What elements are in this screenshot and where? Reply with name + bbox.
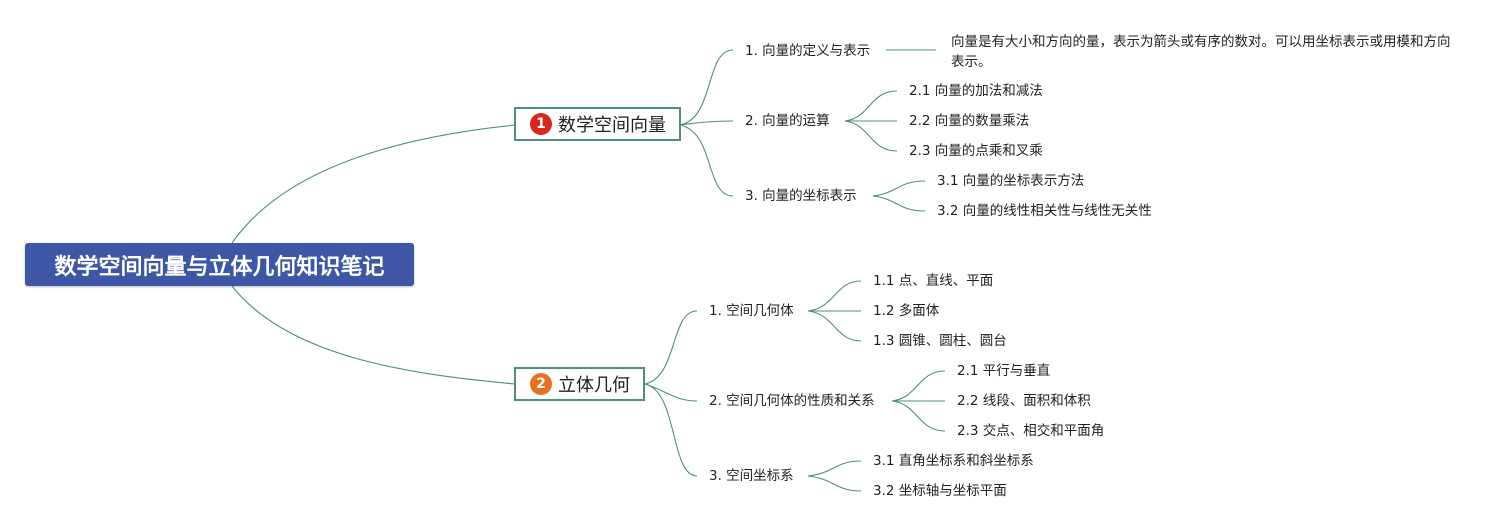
link-b2c2-g3 [891,400,946,432]
number-badge-icon: 1 [530,113,552,135]
leaf-topic[interactable]: 2.1 向量的加法和减法 [909,83,1043,99]
link-b1c2-g1 [844,90,898,122]
link-b2c1-g3 [807,310,862,342]
link-b1c2-g3 [844,120,898,152]
leaf-topic[interactable]: 3.2 向量的线性相关性与线性无关性 [937,203,1152,219]
link-b2c3-g1 [807,460,862,477]
leaf-topic[interactable]: 3.2 坐标轴与坐标平面 [873,483,1007,499]
leaf-topic[interactable]: 1.1 点、直线、平面 [873,273,994,289]
link-b2-c2 [644,383,698,402]
link-b2-c1 [644,310,698,385]
root-topic[interactable]: 数学空间向量与立体几何知识笔记 [25,243,414,286]
subtopic-vector-operations[interactable]: 2. 向量的运算 [745,113,830,129]
link-b2c3-g2 [807,475,862,492]
subtopic-spatial-coordinates[interactable]: 3. 空间坐标系 [709,468,794,484]
leaf-topic[interactable]: 1.2 多面体 [873,303,940,319]
link-b1-c2 [679,120,734,126]
leaf-topic[interactable]: 2.3 交点、相交和平面角 [957,423,1105,439]
leaf-topic[interactable]: 1.3 圆锥、圆柱、圆台 [873,333,1007,349]
branch-label: 立体几何 [558,375,630,396]
leaf-topic[interactable]: 2.2 线段、面积和体积 [957,393,1091,409]
subtopic-spatial-solids[interactable]: 1. 空间几何体 [709,303,794,319]
link-b1c3-g1 [872,180,926,197]
leaf-topic[interactable]: 2.1 平行与垂直 [957,363,1051,379]
leaf-topic[interactable]: 3.1 向量的坐标表示方法 [937,173,1085,189]
link-b2c1-g1 [807,280,862,312]
leaf-topic[interactable]: 2.3 向量的点乘和叉乘 [909,143,1043,159]
subtopic-vector-definition[interactable]: 1. 向量的定义与表示 [745,43,871,59]
number-badge-icon: 2 [530,373,552,395]
branch-topic-solid-geometry[interactable]: 2 立体几何 [514,367,645,401]
link-b1c3-g2 [872,195,926,212]
link-b1-c1 [679,49,734,126]
leaf-topic[interactable]: 2.2 向量的数量乘法 [909,113,1030,129]
subtopic-vector-coordinates[interactable]: 3. 向量的坐标表示 [745,188,857,204]
link-root-branch2 [231,285,516,385]
link-b1-c3 [679,124,734,197]
link-root-branch1 [231,124,516,244]
branch-label: 数学空间向量 [558,115,666,136]
leaf-topic[interactable]: 3.1 直角坐标系和斜坐标系 [873,453,1034,469]
branch-topic-vectors[interactable]: 1 数学空间向量 [514,107,681,141]
subtopic-solid-properties[interactable]: 2. 空间几何体的性质和关系 [709,393,875,409]
note-vector-definition: 向量是有大小和方向的量，表示为箭头或有序的数对。可以用坐标表示或用模和方向表示。 [951,34,1451,70]
link-b2-c3 [644,383,698,477]
root-title: 数学空间向量与立体几何知识笔记 [54,254,385,280]
link-b2c2-g1 [891,370,946,402]
